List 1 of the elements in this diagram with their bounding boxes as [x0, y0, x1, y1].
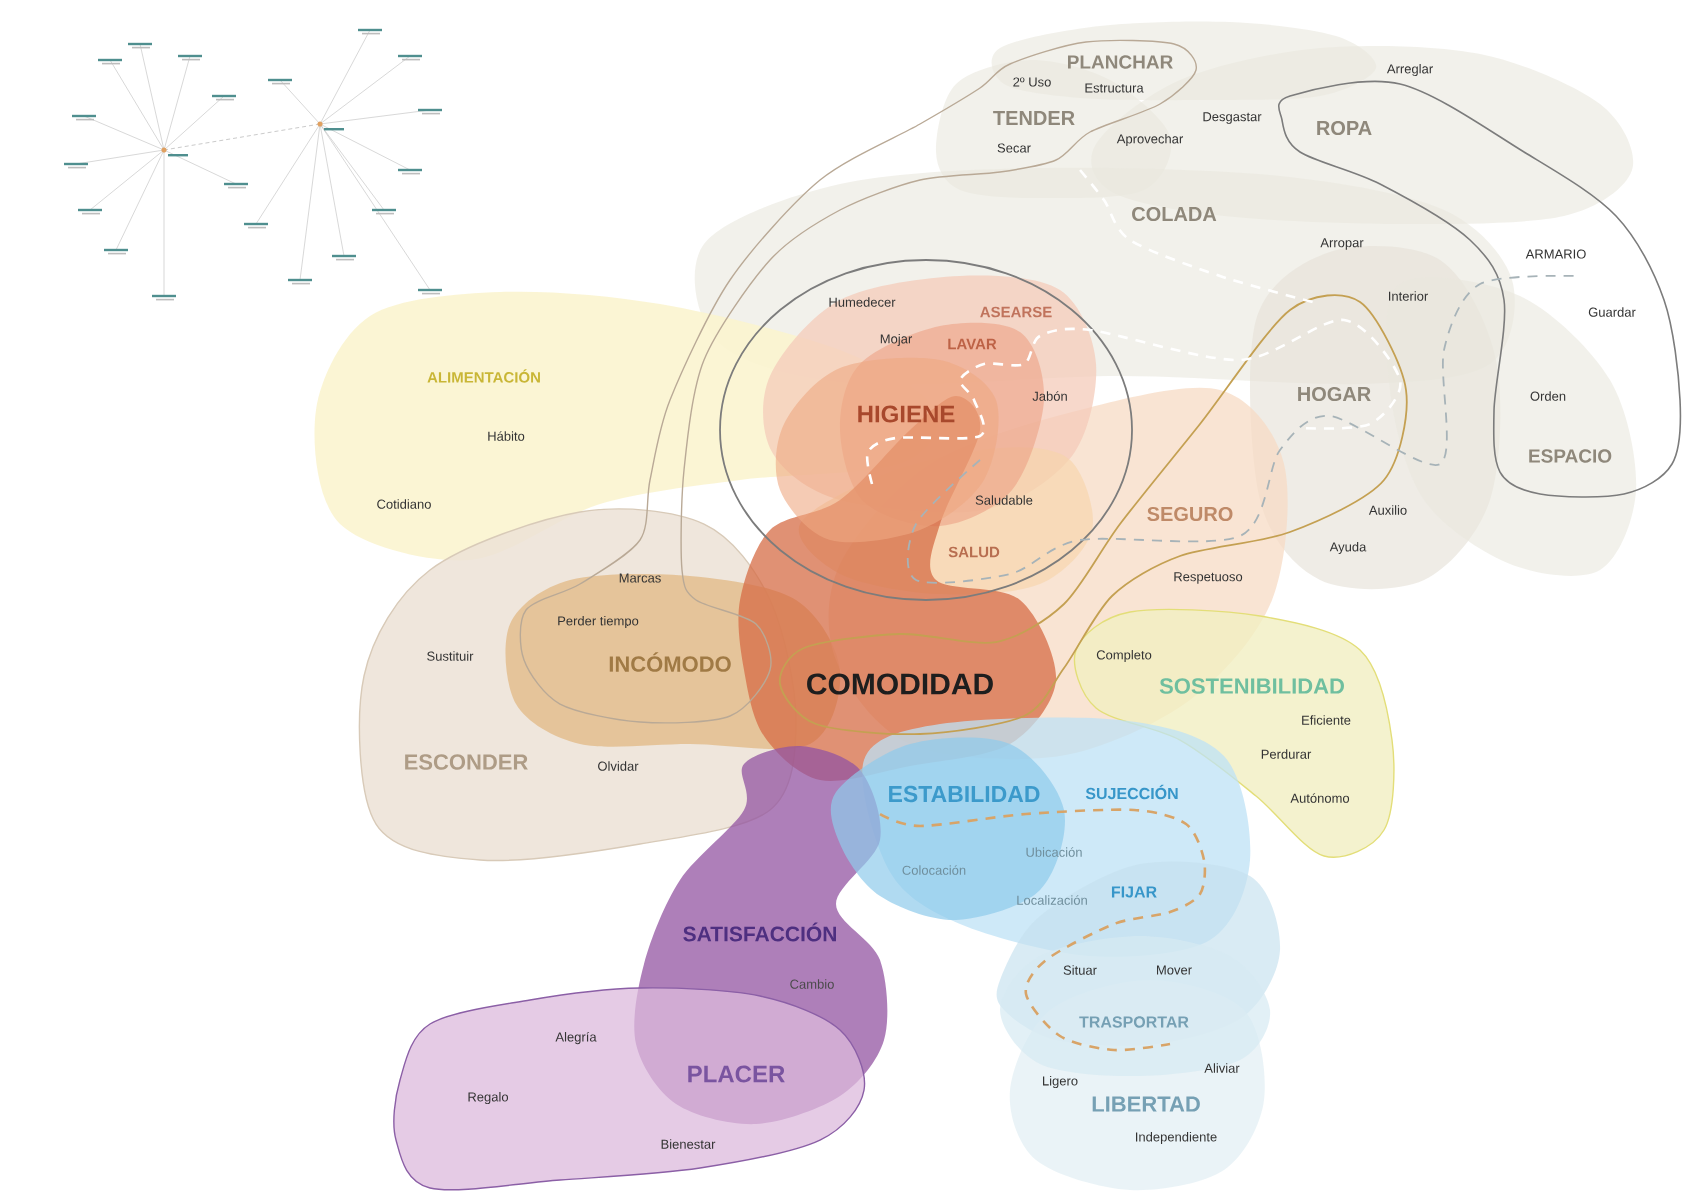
node-label: ESPACIO — [1529, 449, 1612, 463]
